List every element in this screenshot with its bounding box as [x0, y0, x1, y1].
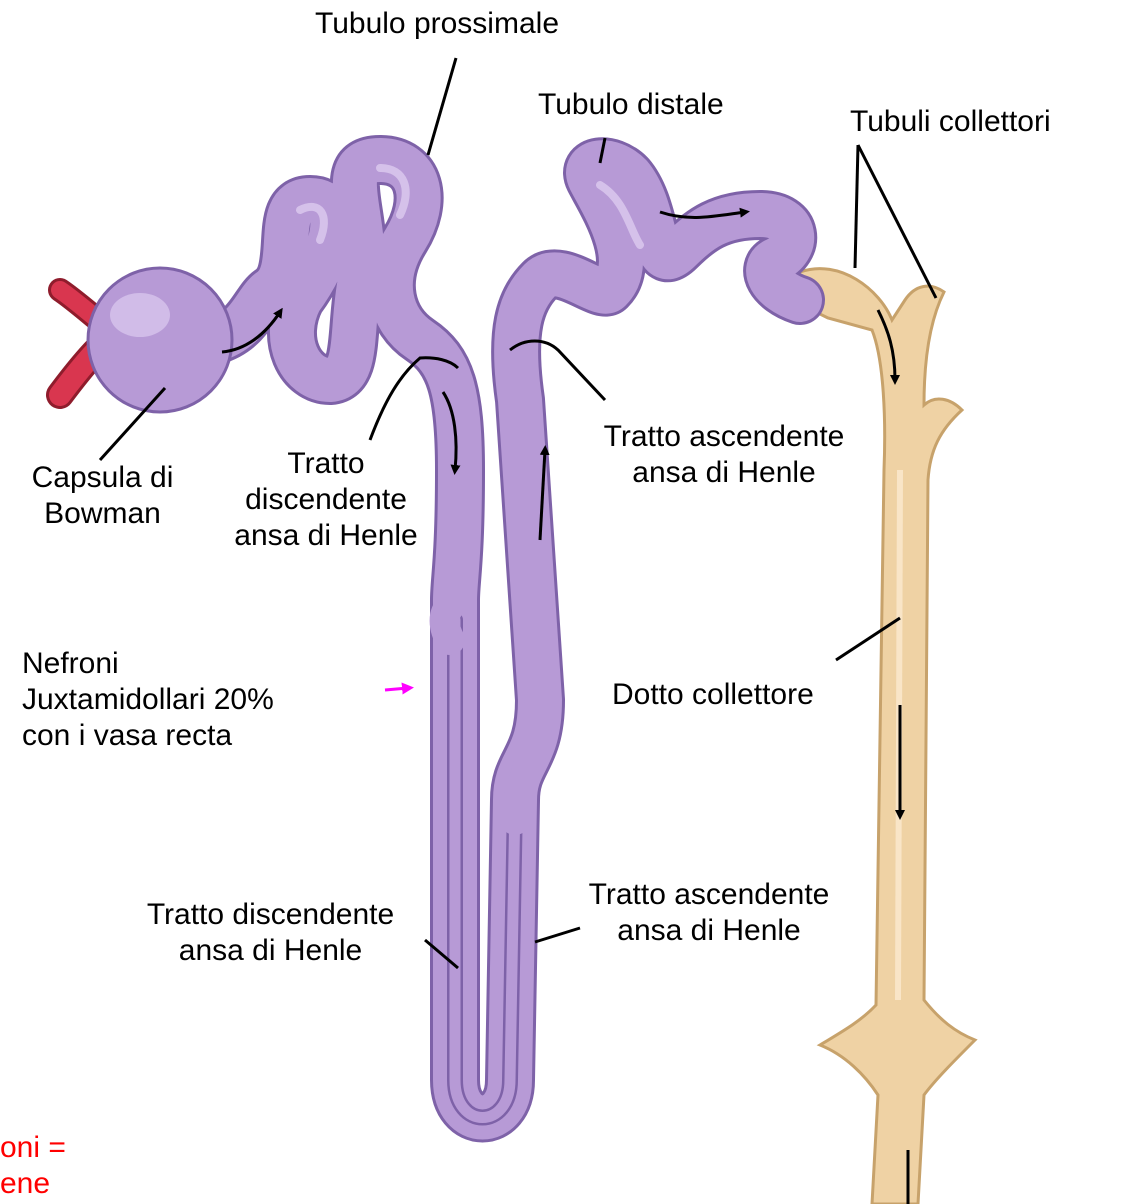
label-tratto-discendente-lower: Tratto discendente ansa di Henle	[108, 897, 433, 969]
label-tubuli-collettori: Tubuli collettori	[850, 104, 1051, 140]
label-tratto-ascendente-lower: Tratto ascendente ansa di Henle	[550, 877, 868, 949]
collecting-duct	[790, 269, 975, 1204]
label-tratto-ascendente-upper: Tratto ascendente ansa di Henle	[565, 419, 883, 491]
label-nefroni-juxtamidollari: Nefroni Juxtamidollari 20% con i vasa re…	[22, 646, 274, 754]
label-red-cutoff: oni = ene	[0, 1130, 66, 1202]
label-tubulo-prossimale: Tubulo prossimale	[315, 6, 559, 42]
nephron-tubule	[215, 160, 800, 1118]
label-dotto-collettore: Dotto collettore	[612, 677, 814, 713]
label-capsula-bowman: Capsula di Bowman	[5, 460, 200, 532]
pointer-arrow	[385, 688, 408, 690]
bowman-capsule	[60, 268, 232, 412]
label-tubulo-distale: Tubulo distale	[538, 87, 724, 123]
label-tratto-discendente-upper: Tratto discendente ansa di Henle	[208, 446, 444, 554]
